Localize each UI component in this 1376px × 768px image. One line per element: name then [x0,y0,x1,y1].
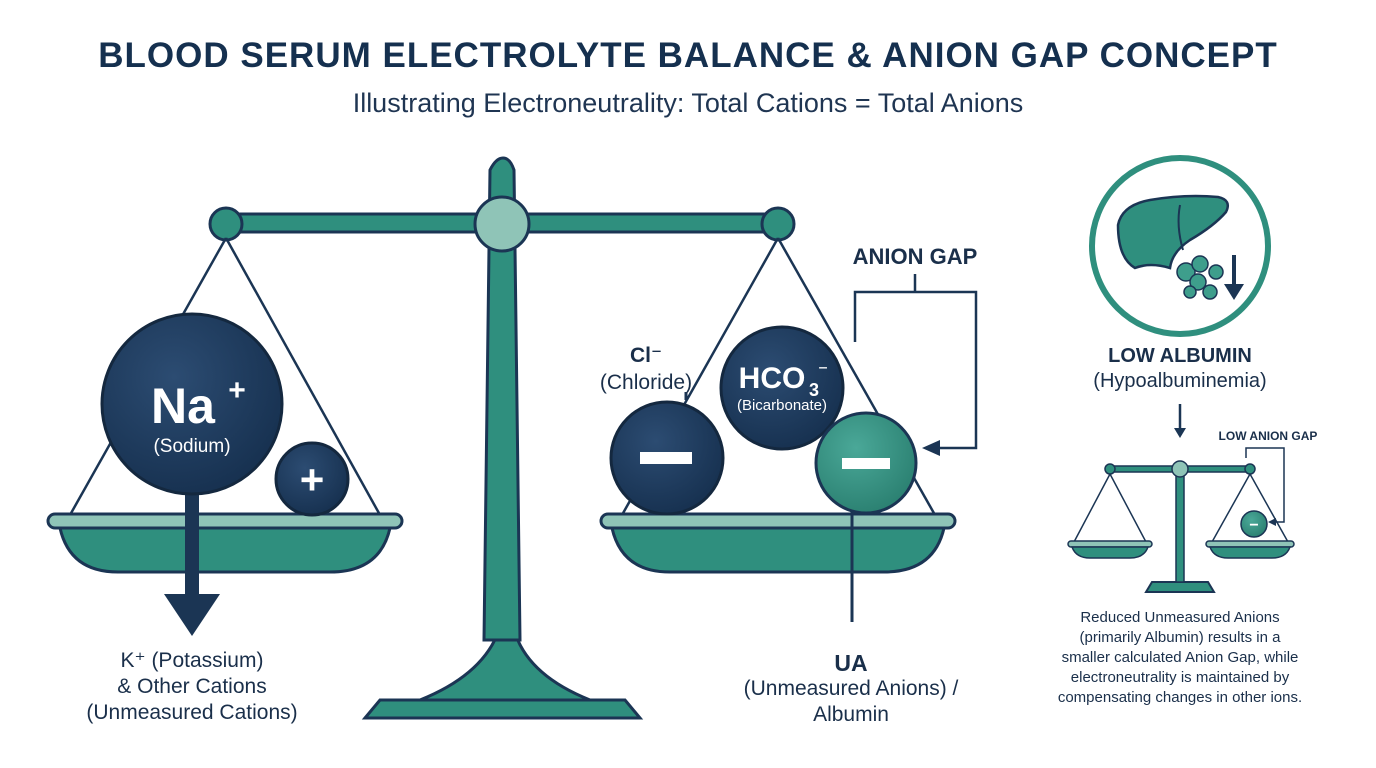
ua-line2: Albumin [813,703,889,726]
scale-base [361,698,644,720]
left-pan-rim [46,512,404,530]
down-arrow-icon [1224,284,1244,300]
ua-label-block: UA (Unmeasured Anions) / Albumin [720,650,982,728]
mini-minus: − [1249,517,1258,534]
unmeasured-cations-label: K⁺ (Potassium) & Other Cations (Unmeasur… [60,648,324,726]
low-albumin-sub: (Hypoalbuminemia) [1093,370,1267,392]
scale-pillar [482,156,522,642]
right-pan-bowl [610,526,946,574]
other-cations-line: & Other Cations [117,675,267,698]
bicarbonate-name: (Bicarbonate) [737,397,827,414]
page-title: BLOOD SERUM ELECTROLYTE BALANCE & ANION … [98,36,1278,75]
small-cation: + [274,441,350,517]
down-arrow-icon [1174,428,1186,438]
explanation-line: electroneutrality is maintained by [1070,669,1290,686]
chloride-symbol: Cl⁻ [629,344,663,367]
balance-scale [46,156,957,720]
low-anion-gap-label: LOW ANION GAP [1218,429,1318,443]
chloride-label: Cl⁻ (Chloride) [586,342,706,396]
bicarbonate-symbol: HCO [739,362,806,395]
unmeasured-cations-line: (Unmeasured Cations) [86,701,298,724]
beam-right-knob [760,206,796,242]
sodium-name: (Sodium) [153,436,230,457]
small-cation-sign: + [300,456,325,503]
liver-icon [1116,194,1229,270]
down-arrow-icon [164,594,220,636]
explanation-line: Reduced Unmeasured Anions [1080,609,1280,626]
bicarbonate-ion: HCO 3 ⁻ (Bicarbonate) [719,325,845,451]
right-pan-rim [599,512,957,530]
sodium-symbol: Na [151,378,216,434]
bicarbonate-sup: ⁻ [818,361,829,383]
chloride-name: (Chloride) [599,371,693,394]
low-albumin-title: LOW ALBUMIN [1108,345,1252,367]
sodium-charge: + [228,374,246,407]
ua-minus [842,458,890,469]
low-albumin-label: LOW ALBUMIN (Hypoalbuminemia) [1060,344,1300,394]
beam-left-knob [208,206,244,242]
chloride-minus [640,452,692,464]
explanation-line: smaller calculated Anion Gap, while [1061,649,1299,666]
sodium-ion: Na + (Sodium) [100,312,284,636]
bicarbonate-sub: 3 [809,380,819,400]
anion-gap-label: ANION GAP [852,244,978,269]
explanation-line: compensating changes in other ions. [1057,689,1303,706]
ua-line1: (Unmeasured Anions) / [743,677,959,700]
page-subtitle: Illustrating Electroneutrality: Total Ca… [352,88,1024,118]
potassium-line: K⁺ (Potassium) [120,649,264,672]
beam-pivot [473,195,531,253]
protein-cluster-icon [1176,255,1224,300]
left-pan-bowl [58,526,392,574]
explanation-text: Reduced Unmeasured Anions (primarily Alb… [1016,608,1344,708]
arrow-left-icon [922,440,940,456]
unmeasured-anion-ion [814,411,918,622]
low-albumin-illustration [1089,155,1271,337]
explanation-line: (primarily Albumin) results in a [1079,629,1281,646]
ua-label: UA [834,650,868,676]
anion-gap-bracket [853,274,978,456]
mini-balance-scale: − [1067,447,1295,593]
chloride-ion [609,392,725,516]
